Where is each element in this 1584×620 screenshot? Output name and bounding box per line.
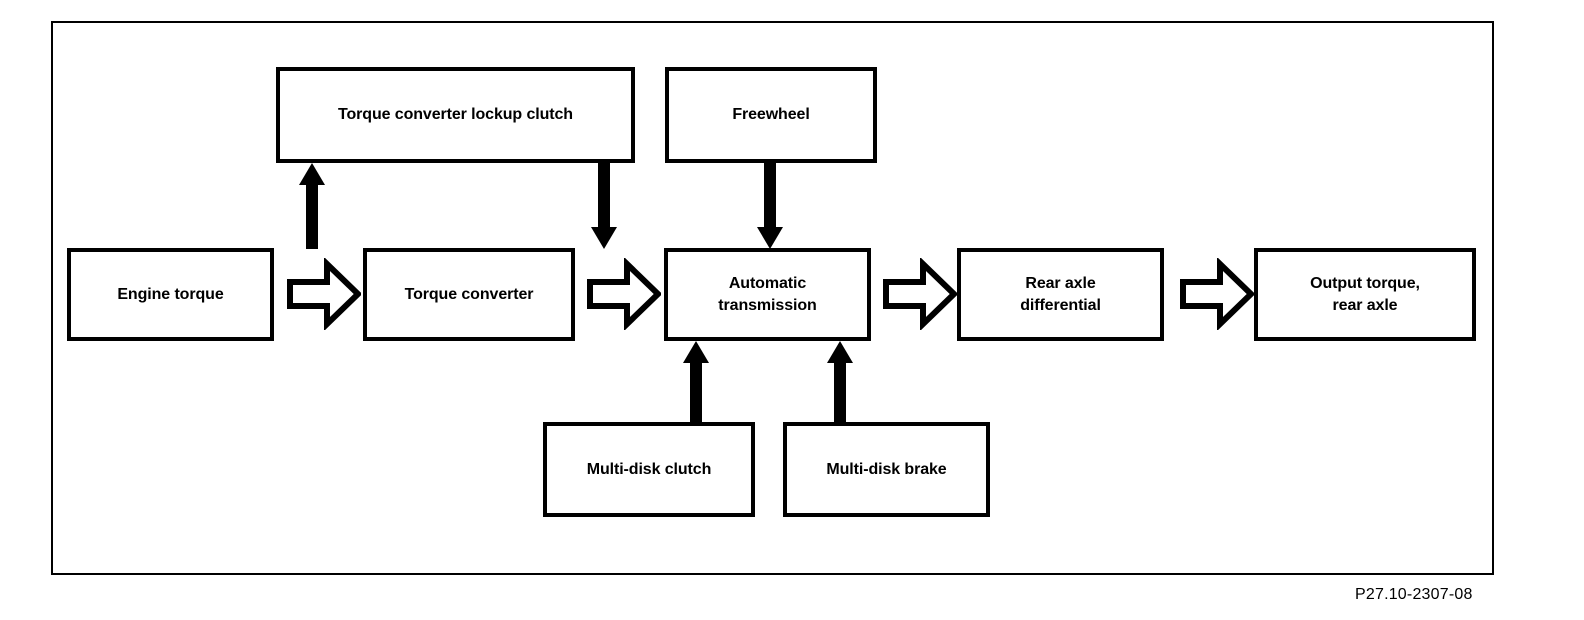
arrow-shaft: [834, 359, 846, 423]
block-arrow-converter-to-transmission: [587, 258, 661, 330]
line-arrow-lockup-clutch-to-transmission: [591, 163, 617, 249]
block-arrow-transmission-to-differential: [883, 258, 957, 330]
arrow-shaft: [690, 359, 702, 423]
line-arrow-converter-to-lockup-clutch: [299, 163, 325, 249]
node-rear-axle-differential: Rear axle differential: [957, 248, 1164, 341]
arrowhead-down-icon: [591, 227, 617, 249]
arrowhead-up-icon: [683, 341, 709, 363]
node-label: Multi-disk brake: [826, 460, 947, 478]
block-arrow-engine-to-converter: [287, 258, 361, 330]
block-arrow-differential-to-output: [1180, 258, 1254, 330]
arrowhead-down-icon: [757, 227, 783, 249]
node-freewheel: Freewheel: [665, 67, 877, 163]
arrow-shaft: [764, 163, 776, 231]
line-arrow-multi-disk-clutch-to-transmission: [683, 341, 709, 423]
arrow-shaft: [306, 181, 318, 249]
node-label: Automatic transmission: [718, 274, 817, 314]
node-label: Output torque, rear axle: [1310, 274, 1420, 314]
arrowhead-up-icon: [299, 163, 325, 185]
node-label: Torque converter: [404, 285, 534, 303]
arrowhead-up-icon: [827, 341, 853, 363]
node-multi-disk-clutch: Multi-disk clutch: [543, 422, 755, 517]
node-automatic-transmission: Automatic transmission: [664, 248, 871, 341]
node-label: Torque converter lockup clutch: [338, 106, 573, 124]
node-output-torque-rear-axle: Output torque, rear axle: [1254, 248, 1476, 341]
node-label: Freewheel: [732, 106, 810, 124]
node-torque-converter: Torque converter: [363, 248, 575, 341]
line-arrow-multi-disk-brake-to-transmission: [827, 341, 853, 423]
node-engine-torque: Engine torque: [67, 248, 274, 341]
node-label: Engine torque: [117, 285, 224, 303]
node-multi-disk-brake: Multi-disk brake: [783, 422, 990, 517]
line-arrow-freewheel-to-transmission: [757, 163, 783, 249]
node-torque-converter-lockup-clutch: Torque converter lockup clutch: [276, 67, 635, 163]
node-label: Rear axle differential: [1020, 274, 1101, 314]
node-label: Multi-disk clutch: [586, 460, 712, 478]
figure-caption: P27.10-2307-08: [1355, 586, 1473, 603]
arrow-shaft: [598, 163, 610, 231]
